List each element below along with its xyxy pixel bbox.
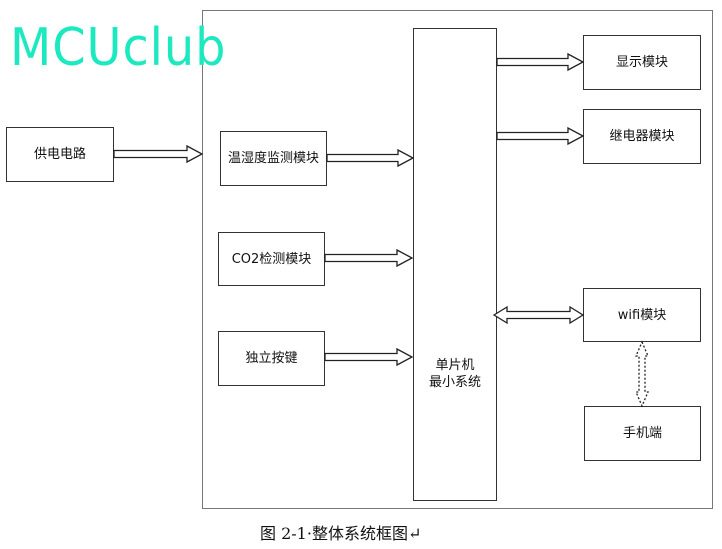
arrow-keys-to-mcu <box>324 347 414 367</box>
arrow-co2-to-mcu <box>324 248 414 268</box>
watermark-logo: MCUclub <box>10 18 227 78</box>
arrow-temp-to-mcu <box>326 148 415 168</box>
arrow-mcu-wifi-bidirectional <box>492 305 585 325</box>
block-relay: 继电器模块 <box>583 109 701 164</box>
block-phone: 手机端 <box>584 406 701 461</box>
arrow-power-to-system <box>113 144 204 164</box>
block-keys: 独立按键 <box>218 331 325 386</box>
mcu-label-line1: 单片机 <box>435 357 475 373</box>
block-wifi: wifi模块 <box>583 288 701 342</box>
figure-caption: 图 2-1·整体系统框图↵ <box>260 524 422 543</box>
block-mcu: 单片机 最小系统 <box>413 28 497 501</box>
system-boundary <box>202 10 713 509</box>
block-power: 供电电路 <box>6 127 114 182</box>
arrow-mcu-to-display <box>496 52 585 72</box>
arrow-mcu-to-relay <box>496 126 585 146</box>
block-display: 显示模块 <box>583 35 701 90</box>
block-co2: CO2检测模块 <box>218 232 325 286</box>
mcu-label-line2: 最小系统 <box>428 374 481 390</box>
arrow-wifi-phone-wireless <box>635 340 649 408</box>
